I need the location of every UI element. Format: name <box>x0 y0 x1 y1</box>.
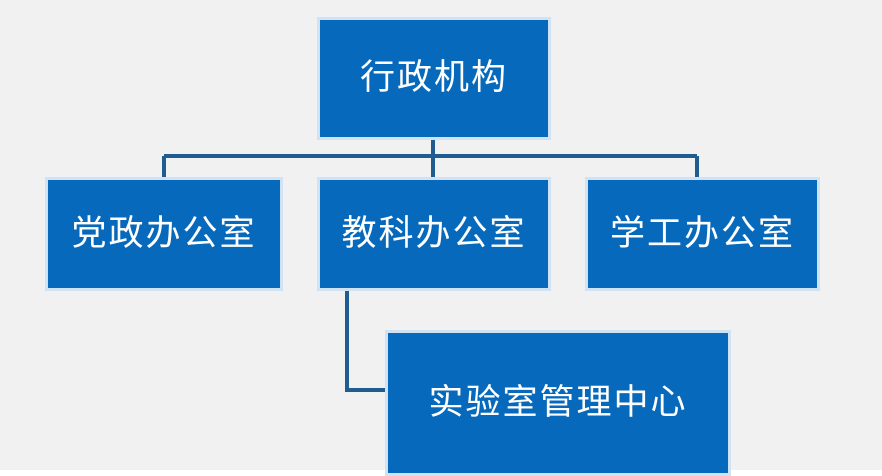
node-party-office[interactable]: 党政办公室 <box>45 177 283 291</box>
node-student-office[interactable]: 学工办公室 <box>585 177 820 291</box>
node-lab-management-center-label: 实验室管理中心 <box>428 382 688 422</box>
connector-to-lab-center <box>345 290 387 392</box>
node-party-office-label: 党政办公室 <box>71 213 257 253</box>
node-root-administrative-organization[interactable]: 行政机构 <box>317 17 551 140</box>
node-teaching-office[interactable]: 教科办公室 <box>317 177 551 291</box>
node-teaching-office-label: 教科办公室 <box>341 213 527 253</box>
node-student-office-label: 学工办公室 <box>609 213 795 253</box>
node-root-label: 行政机构 <box>359 58 508 98</box>
node-lab-management-center[interactable]: 实验室管理中心 <box>385 330 731 476</box>
